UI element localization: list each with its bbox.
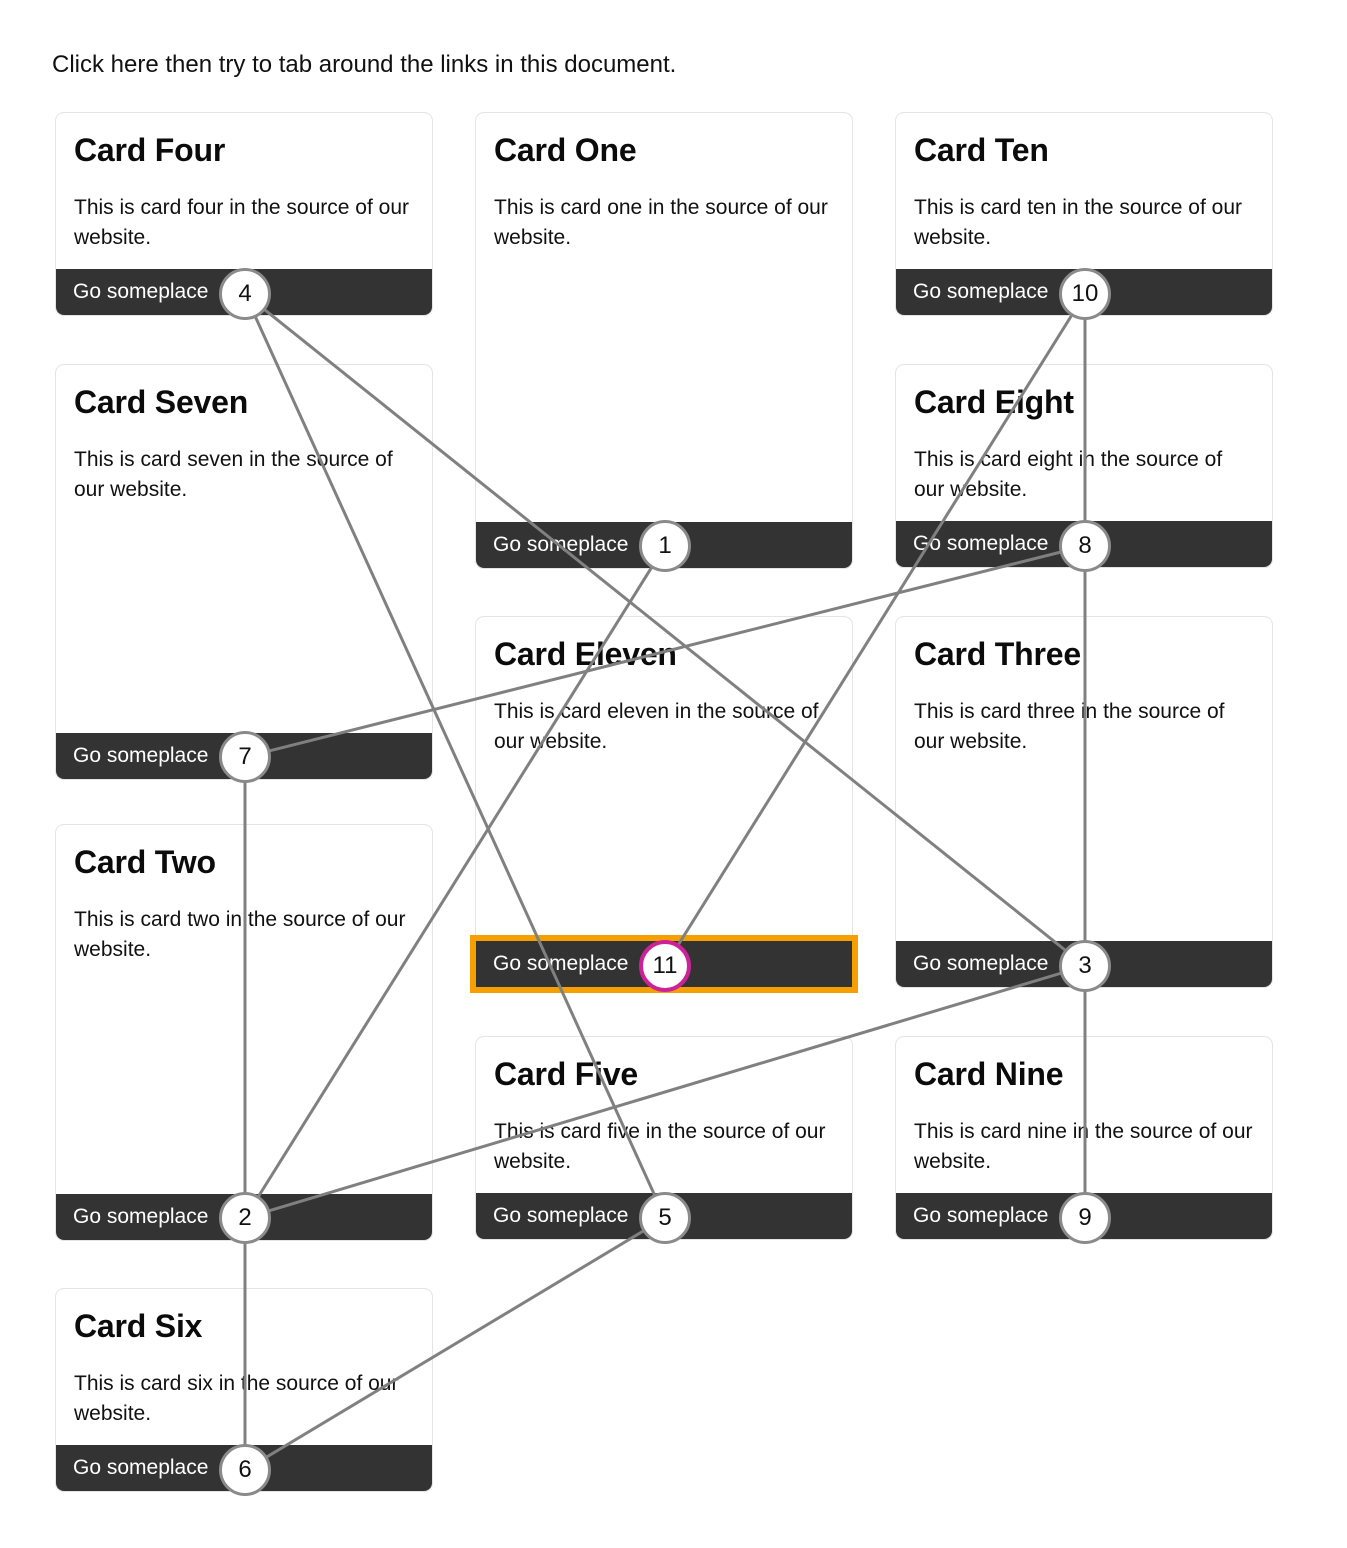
- tab-order-marker-label: 7: [238, 743, 252, 770]
- card-description: This is card ten in the source of our we…: [914, 196, 1242, 249]
- tab-order-marker-label: 10: [1071, 280, 1099, 307]
- tab-order-marker-9: 9: [1059, 1192, 1111, 1244]
- tab-order-marker-label: 11: [652, 952, 678, 979]
- go-someplace-link[interactable]: Go someplace: [73, 1456, 209, 1479]
- go-someplace-link[interactable]: Go someplace: [73, 1205, 209, 1228]
- tab-order-marker-4: 4: [219, 268, 271, 320]
- card-description: This is card seven in the source of our …: [74, 448, 393, 501]
- tab-order-marker-label: 6: [238, 1456, 252, 1483]
- tab-order-marker-3: 3: [1059, 940, 1111, 992]
- card-title: Card Four: [74, 132, 226, 168]
- tab-order-marker-5: 5: [639, 1192, 691, 1244]
- card-description: This is card six in the source of our we…: [74, 1372, 399, 1425]
- card-title: Card Nine: [914, 1056, 1064, 1092]
- tab-order-marker-1: 1: [639, 520, 691, 572]
- card-title: Card Ten: [914, 132, 1049, 168]
- tab-order-marker-label: 5: [658, 1204, 672, 1231]
- tab-order-marker-label: 3: [1078, 952, 1092, 979]
- card-description: This is card four in the source of our w…: [74, 196, 409, 249]
- tab-order-marker-8: 8: [1059, 520, 1111, 572]
- card-title: Card Two: [74, 844, 216, 880]
- card-title: Card Five: [494, 1056, 639, 1092]
- card-description: This is card three in the source of our …: [914, 700, 1225, 753]
- card-title: Card One: [494, 132, 637, 168]
- card-description: This is card eight in the source of our …: [914, 448, 1223, 501]
- card-title: Card Three: [914, 636, 1081, 672]
- instruction-text: Click here then try to tab around the li…: [52, 51, 677, 78]
- tab-order-marker-7: 7: [219, 731, 271, 783]
- go-someplace-link[interactable]: Go someplace: [913, 952, 1049, 975]
- card-title: Card Eight: [914, 384, 1074, 420]
- card-description: This is card two in the source of our we…: [74, 908, 406, 961]
- tab-order-marker-label: 8: [1078, 532, 1092, 559]
- tab-order-marker-10: 10: [1059, 268, 1111, 320]
- card-title: Card Eleven: [494, 636, 677, 672]
- tab-order-marker-label: 9: [1078, 1204, 1092, 1231]
- card-description: This is card one in the source of our we…: [494, 196, 828, 249]
- card-description: This is card nine in the source of our w…: [914, 1120, 1253, 1173]
- tab-order-marker-6: 6: [219, 1444, 271, 1496]
- tab-order-marker-label: 2: [238, 1204, 252, 1231]
- card-description: This is card five in the source of our w…: [494, 1120, 826, 1173]
- go-someplace-link[interactable]: Go someplace: [913, 532, 1049, 555]
- go-someplace-link[interactable]: Go someplace: [913, 280, 1049, 303]
- card-title: Card Six: [74, 1308, 203, 1344]
- go-someplace-link[interactable]: Go someplace: [73, 744, 209, 767]
- go-someplace-link[interactable]: Go someplace: [913, 1204, 1049, 1227]
- tab-order-marker-2: 2: [219, 1192, 271, 1244]
- go-someplace-link[interactable]: Go someplace: [73, 280, 209, 303]
- go-someplace-link[interactable]: Go someplace: [493, 1204, 629, 1227]
- tab-order-marker-label: 4: [238, 280, 252, 307]
- tab-order-marker-label: 1: [658, 532, 672, 559]
- go-someplace-link[interactable]: Go someplace: [493, 533, 629, 556]
- go-someplace-link[interactable]: Go someplace: [493, 952, 629, 975]
- card-description: This is card eleven in the source of our…: [494, 700, 819, 753]
- tab-order-marker-11: 11: [639, 940, 691, 992]
- card-title: Card Seven: [74, 384, 249, 420]
